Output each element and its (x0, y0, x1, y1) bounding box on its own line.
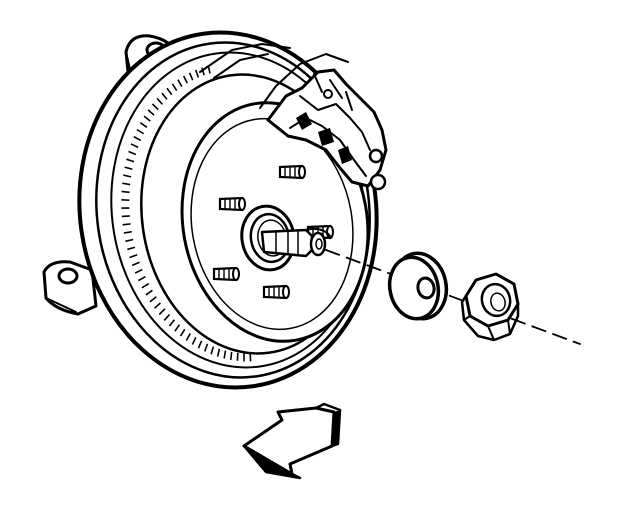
tone-ring-tooth (182, 75, 188, 84)
tone-ring-tooth (204, 343, 209, 352)
parking-brake-mechanism (199, 43, 388, 191)
tone-ring-tooth (161, 92, 168, 100)
tone-ring-tooth (201, 67, 205, 76)
tone-ring-tooth (126, 158, 135, 163)
wheel-stud (262, 284, 290, 300)
tone-ring-tooth (136, 128, 145, 135)
tone-ring-tooth (124, 166, 133, 171)
tone-ring (121, 65, 252, 362)
tone-ring-tooth (121, 190, 130, 194)
tone-ring-tooth (130, 143, 139, 149)
axle-shaft (260, 227, 331, 258)
tone-ring-tooth (177, 79, 183, 88)
washer (387, 251, 449, 321)
tone-ring-tooth (194, 69, 200, 78)
tone-ring-tooth (145, 289, 153, 296)
tone-ring-tooth (147, 109, 155, 116)
tone-ring-tooth (151, 103, 159, 111)
wheel-stud (212, 266, 240, 282)
tone-ring-tooth (123, 230, 132, 234)
tone-ring-tooth (197, 340, 203, 349)
tone-ring-tooth (141, 282, 150, 289)
tone-ring-tooth (188, 72, 194, 81)
tone-ring-tooth (223, 350, 227, 359)
hub-rotor-assembly (42, 30, 388, 390)
tone-ring-tooth (129, 254, 138, 259)
wheel-stud (218, 196, 246, 212)
tone-ring-tooth (158, 308, 166, 316)
tone-ring-tooth (171, 83, 178, 91)
alignment-centerline (325, 249, 581, 345)
wheel-stud (278, 164, 306, 180)
tone-ring-tooth (131, 261, 140, 267)
tone-ring-tooth (210, 346, 215, 355)
tone-ring-tooth (229, 351, 233, 360)
tone-ring-tooth (139, 122, 148, 128)
tone-ring-tooth (163, 313, 171, 321)
tone-ring-tooth (153, 302, 162, 309)
tone-ring-tooth (123, 174, 132, 178)
tone-ring-tooth (149, 296, 157, 303)
tone-ring-tooth (216, 348, 221, 357)
tone-ring-tooth (174, 324, 181, 332)
tone-ring-tooth (179, 328, 186, 337)
tone-ring-tooth (156, 97, 164, 105)
tone-ring-tooth (168, 319, 176, 327)
tone-ring-tooth (138, 275, 146, 282)
tone-ring-tooth (143, 115, 151, 122)
tone-ring-tooth (127, 246, 136, 251)
tone-ring-tooth (134, 268, 143, 274)
tone-ring-tooth (128, 150, 137, 156)
tone-ring-tooth (191, 337, 197, 345)
tone-ring-tooth (122, 182, 131, 186)
hex-nut (460, 272, 520, 342)
tone-ring-tooth (122, 223, 131, 226)
tone-ring-tooth (166, 87, 173, 96)
tone-ring-tooth (185, 333, 191, 341)
tone-ring-tooth (133, 135, 142, 142)
lower-mounting-ear (42, 260, 98, 316)
direction-arrow (242, 402, 342, 480)
tone-ring-tooth (125, 238, 134, 243)
